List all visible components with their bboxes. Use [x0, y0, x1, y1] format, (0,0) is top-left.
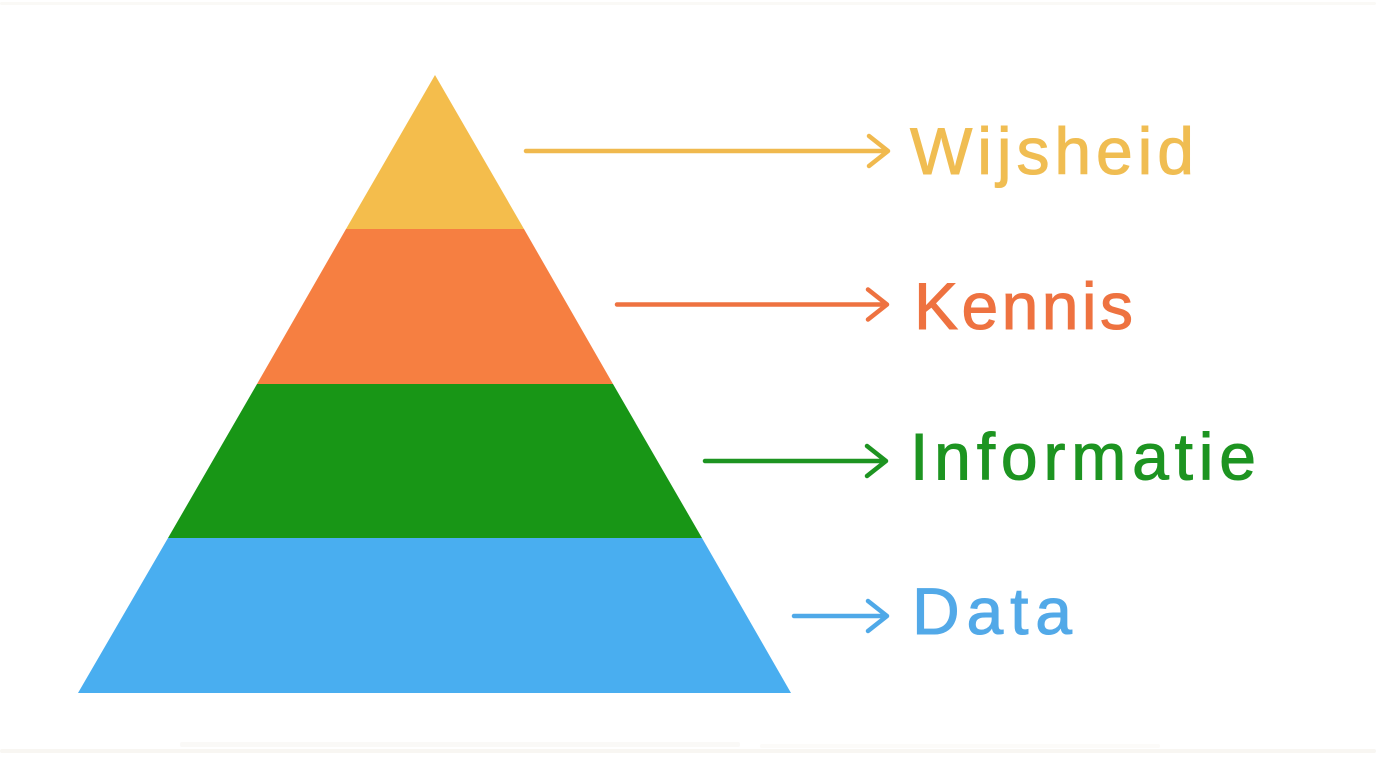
svg-text:Informatie: Informatie — [910, 420, 1256, 494]
svg-text:Data: Data — [912, 574, 1072, 648]
svg-text:Kennis: Kennis — [914, 269, 1133, 343]
